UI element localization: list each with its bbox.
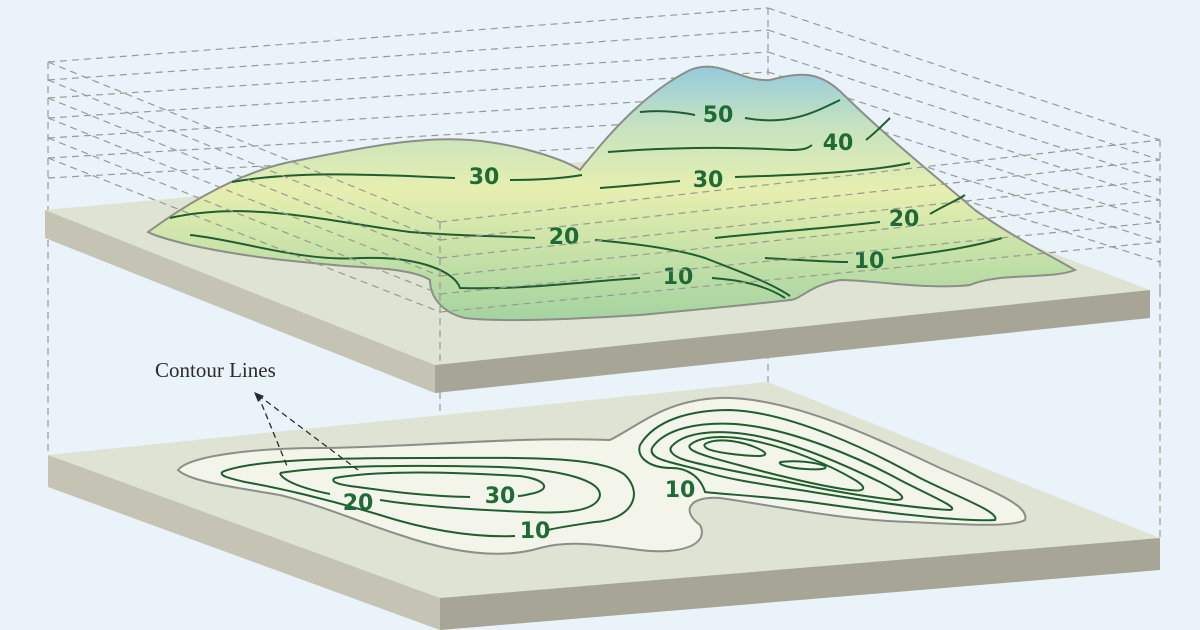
contour-map-2d: 20 30 10 10 — [176, 396, 1027, 555]
label-30-right: 30 — [693, 168, 724, 193]
upper-slab-front-side — [435, 290, 1150, 393]
lower-slab-front-side — [440, 538, 1160, 630]
contour-30-right — [599, 180, 681, 189]
label-10-left: 10 — [663, 265, 694, 290]
contour-20-right-tail — [929, 194, 966, 215]
map-contour-right-5 — [703, 439, 767, 458]
callout-arrowhead — [254, 392, 264, 402]
contour-20-left — [169, 210, 536, 239]
callout-text: Contour Lines — [155, 358, 276, 382]
callout-leaders — [257, 394, 359, 471]
contour-10-right-tail — [891, 237, 1003, 259]
label-20-right: 20 — [889, 207, 920, 232]
map-label-20: 20 — [343, 491, 374, 516]
terrain-contours — [169, 99, 1003, 299]
map-label-10-bottom: 10 — [520, 519, 551, 544]
map-contour-right-2 — [650, 422, 954, 512]
map-contour-10-right — [638, 408, 997, 522]
label-30-left: 30 — [469, 165, 500, 190]
contour-40-tail — [865, 117, 891, 141]
contour-50 — [639, 110, 696, 116]
map-contour-20 — [279, 464, 602, 514]
map-contour-right-3 — [669, 431, 904, 502]
map-contours — [220, 408, 997, 538]
terrain-surface — [146, 65, 1078, 322]
map-contour-right-4 — [688, 436, 865, 492]
terrain-3d: 30 20 10 50 40 30 20 10 — [146, 65, 1078, 322]
contour-50-tail — [744, 99, 841, 122]
map-outline — [176, 396, 1027, 555]
contour-20-right — [714, 221, 881, 239]
wireframe-front — [47, 61, 1161, 365]
contour-20-left-tail — [594, 239, 791, 297]
map-contour-30 — [332, 471, 545, 498]
contour-30-left — [231, 173, 456, 183]
upper-slab-left-side — [45, 210, 435, 393]
map-label-30: 30 — [485, 484, 516, 509]
map-contour-right-6 — [778, 460, 827, 471]
contour-30-right-tail — [734, 162, 911, 178]
label-50: 50 — [703, 103, 734, 128]
label-10-right: 10 — [854, 249, 885, 274]
contour-lines-callout: Contour Lines — [155, 358, 359, 471]
contour-10-left-tail — [711, 277, 786, 299]
contour-40 — [607, 144, 813, 153]
label-40: 40 — [823, 131, 854, 156]
contour-30-left-tail — [509, 174, 583, 181]
map-label-10-right: 10 — [665, 478, 696, 503]
map-labels: 20 30 10 10 — [343, 478, 696, 544]
contour-10-right — [764, 257, 849, 263]
contour-10-left — [189, 234, 641, 290]
map-contour-10-left — [220, 456, 635, 538]
lower-slab-left-side — [48, 455, 440, 630]
